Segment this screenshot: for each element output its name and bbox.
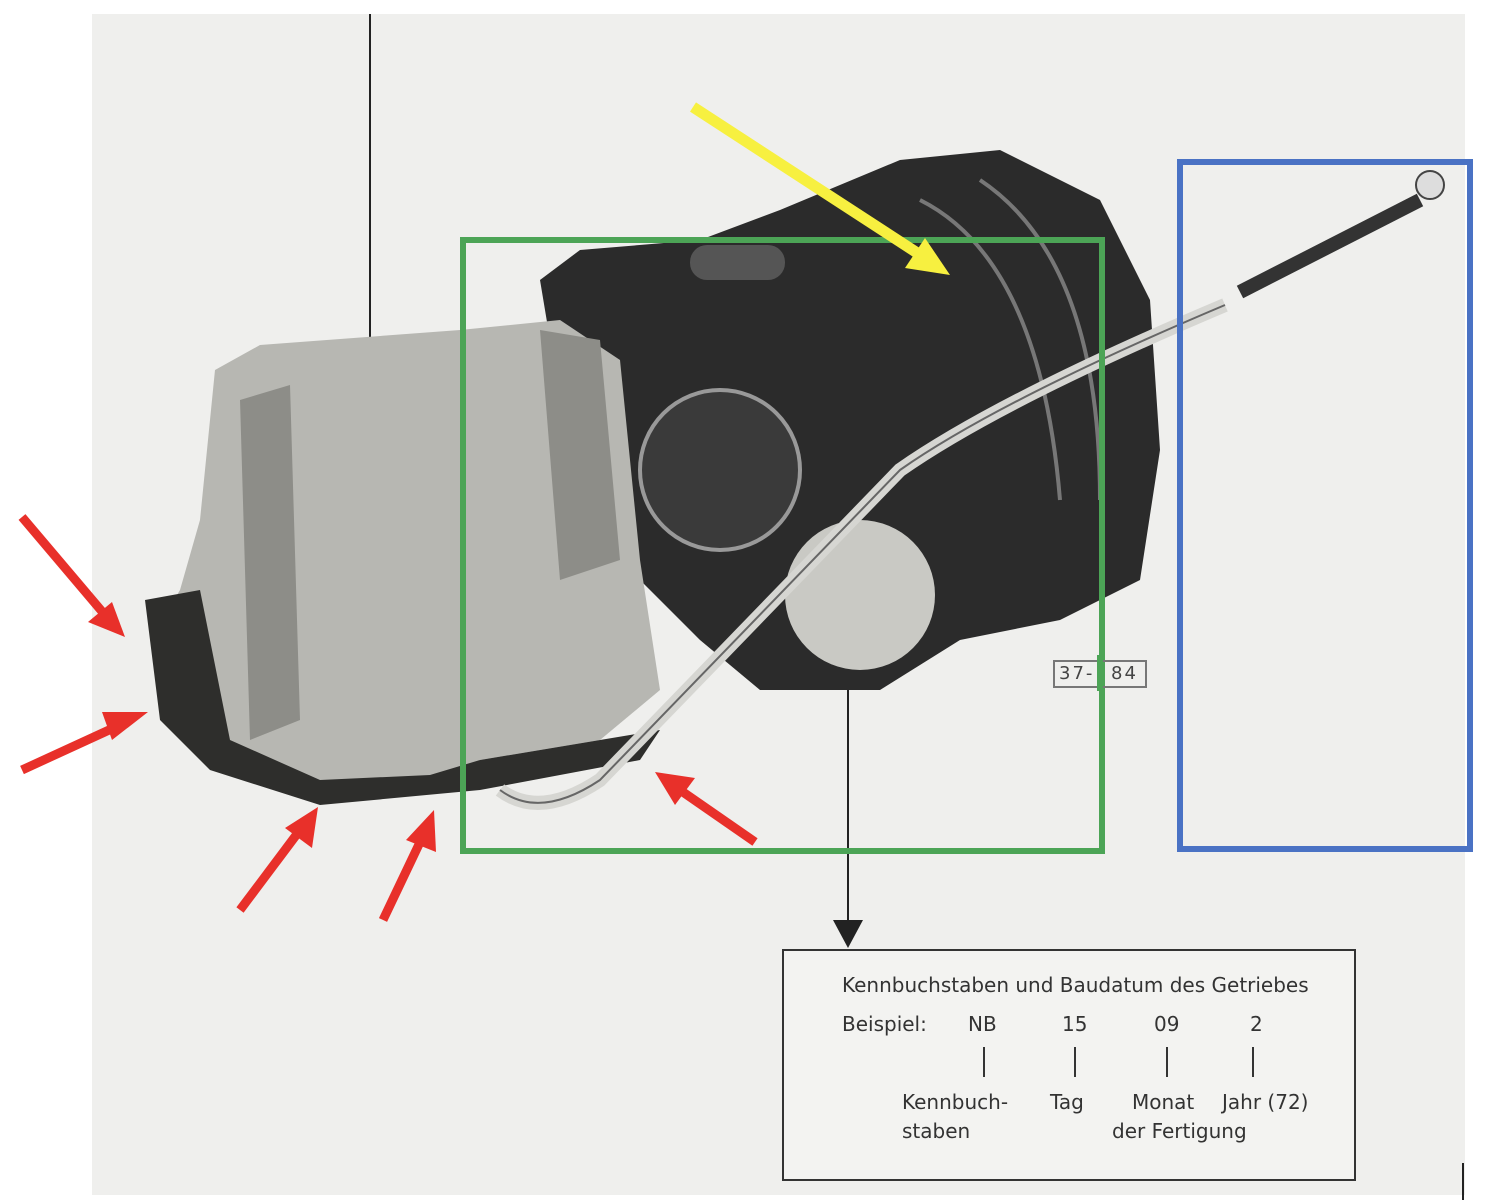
tick-day	[1074, 1047, 1076, 1077]
info-title: Kennbuchstaben und Baudatum des Getriebe…	[842, 973, 1309, 997]
red-arrow-3	[236, 827, 304, 913]
green-highlight-box	[460, 237, 1105, 854]
tick-code	[983, 1047, 985, 1077]
red-arrow-1	[18, 514, 109, 618]
example-label: Beispiel:	[842, 1012, 927, 1036]
value-code: NB	[968, 1012, 997, 1036]
red-arrow-5	[677, 786, 758, 846]
blue-highlight-box	[1177, 159, 1473, 852]
value-year: 2	[1250, 1012, 1263, 1036]
label-day: Tag	[1050, 1090, 1084, 1114]
leader-arrowhead	[833, 920, 863, 948]
build-code-info-box: Kennbuchstaben und Baudatum des Getriebe…	[782, 949, 1356, 1181]
governor-housing	[638, 388, 802, 552]
green-box-edge-overlay	[1097, 655, 1103, 691]
value-month: 09	[1154, 1012, 1180, 1036]
red-arrow-4	[378, 836, 427, 922]
value-day: 15	[1062, 1012, 1088, 1036]
case-shading	[240, 330, 620, 740]
label-code-2: staben	[902, 1119, 971, 1143]
dipstick-tube	[1236, 193, 1424, 299]
dipstick-cap	[1415, 170, 1445, 200]
modulator-cover	[785, 520, 935, 670]
label-month: Monat	[1132, 1090, 1195, 1114]
tick-month	[1166, 1047, 1168, 1077]
figure-number-part-1: 37-	[1059, 663, 1095, 684]
oil-pan	[145, 590, 660, 805]
label-production: der Fertigung	[1112, 1119, 1247, 1143]
label-year: Jahr (72)	[1222, 1090, 1309, 1114]
figure-number-part-2: 84	[1111, 663, 1138, 684]
label-code: Kennbuch-	[902, 1090, 1009, 1114]
filler-pipe-outline	[499, 304, 1226, 804]
yellow-arrowhead	[905, 238, 950, 275]
yellow-arrow	[689, 102, 929, 263]
red-arrows	[18, 514, 758, 922]
top-port	[690, 245, 785, 280]
tick-year	[1252, 1047, 1254, 1077]
red-arrow-2	[20, 720, 122, 775]
bell-housing-ribs	[919, 178, 1102, 501]
